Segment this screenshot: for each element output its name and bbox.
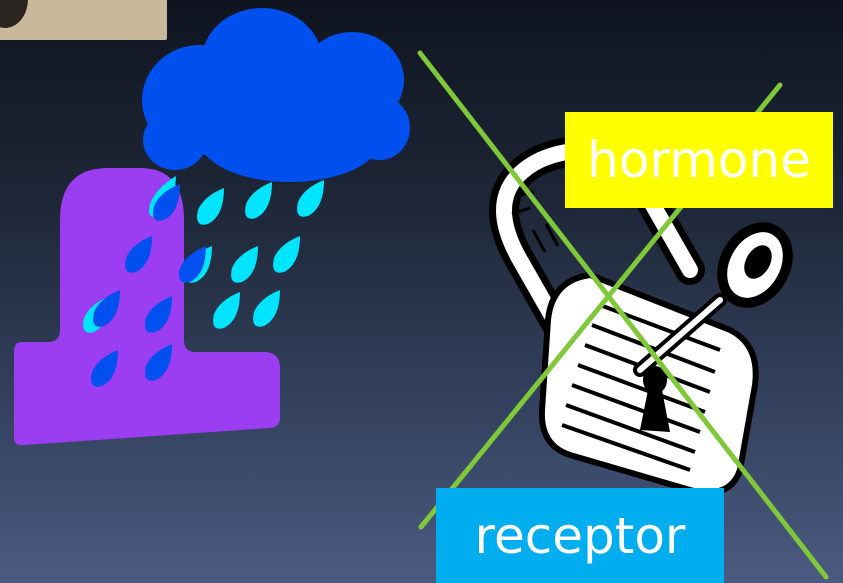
raindrop-icon [153,184,180,221]
raindrop-icon [297,180,324,217]
raindrop-icon [231,246,258,283]
raindrops [83,176,324,387]
person-silhouette-icon [14,168,280,446]
raindrop-icon [273,236,300,273]
raindrop-icon [213,292,240,329]
hormone-label: hormone [565,112,833,208]
receptor-label: receptor [436,488,724,583]
raindrop-icon [125,236,152,273]
raindrop-icon [91,350,118,387]
raindrop-icon [179,246,206,283]
raindrop-icon [197,188,224,225]
raindrop-icon [245,182,272,219]
padlock-with-key-icon [489,136,793,496]
raindrop-icon [253,290,280,327]
rain-cloud-icon [142,8,410,182]
photo-fragment [0,0,167,40]
raindrop-icon [93,290,120,327]
raindrop-icon [145,296,172,333]
raindrop-icon [145,344,172,381]
